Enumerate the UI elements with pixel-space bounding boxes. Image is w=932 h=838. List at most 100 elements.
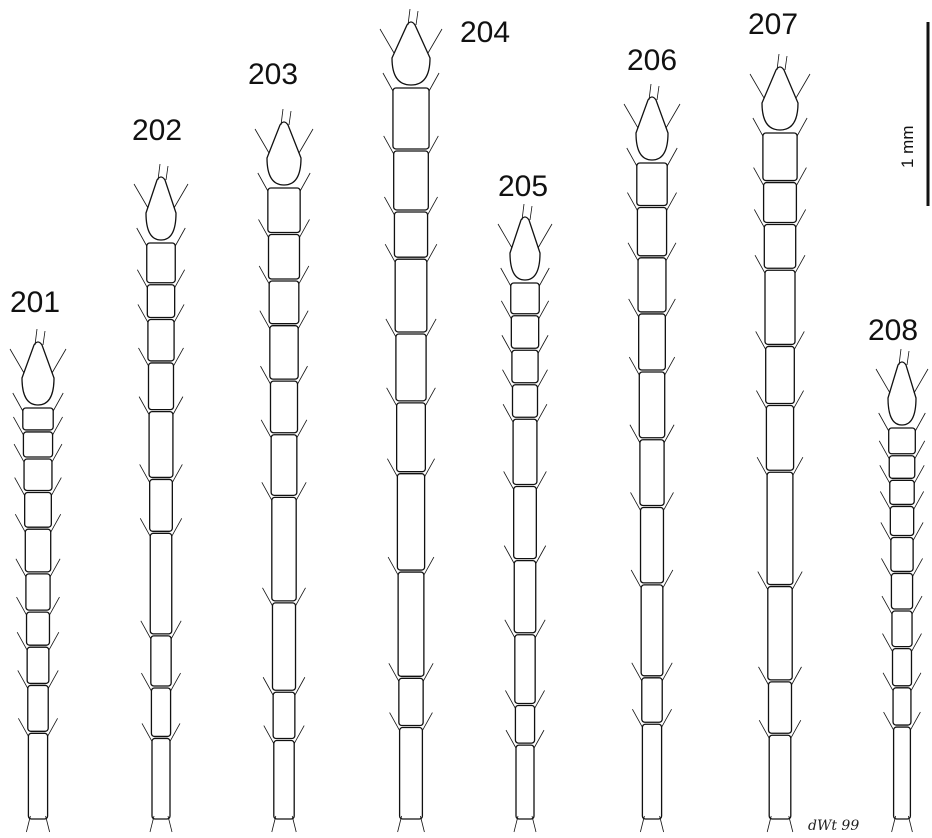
seta: [756, 457, 768, 476]
antenna-segment: [267, 187, 301, 234]
antenna-segment: [765, 404, 795, 471]
seta: [141, 672, 152, 692]
seta: [427, 135, 439, 155]
seta: [881, 558, 892, 577]
seta: [137, 304, 149, 323]
antenna-label-204: 204: [460, 16, 510, 49]
basal-seta: [149, 815, 155, 833]
seta: [662, 569, 674, 589]
seta: [140, 620, 152, 640]
seta: [796, 117, 808, 137]
seta: [753, 209, 765, 228]
seta: [49, 558, 61, 578]
seta: [882, 633, 893, 652]
antenna-segment: [636, 206, 668, 257]
scale-bar-label: 1 mm: [898, 126, 917, 169]
antenna-segment: [393, 211, 429, 258]
antenna-segment: [272, 691, 296, 740]
seta: [661, 662, 673, 681]
seta: [914, 440, 926, 459]
seta: [500, 300, 512, 319]
seta: [883, 711, 894, 731]
seta: [422, 712, 433, 731]
seta: [299, 219, 310, 238]
seta: [12, 392, 24, 412]
antenna-segment: [767, 681, 793, 734]
seta: [48, 631, 60, 651]
seta: [52, 416, 63, 436]
seta: [912, 558, 923, 577]
antenna-segment: [762, 181, 798, 224]
seta: [174, 227, 186, 247]
antenna-segment: [270, 434, 298, 496]
seta: [911, 595, 923, 615]
seta: [261, 482, 273, 501]
apical-seta: [407, 8, 411, 26]
seta: [630, 569, 642, 589]
antenna-segment: [148, 410, 174, 479]
seta: [630, 492, 641, 511]
antenna-segment: [149, 478, 173, 532]
seta: [382, 72, 394, 92]
seta: [258, 265, 270, 285]
apical-seta: [34, 328, 38, 346]
artist-signature: dWt 99: [808, 818, 859, 834]
seta: [384, 244, 396, 263]
basal-seta: [659, 815, 664, 833]
seta: [505, 729, 517, 749]
seta: [631, 662, 643, 681]
basal-seta: [271, 815, 277, 833]
basal-seta: [291, 815, 297, 833]
seta: [875, 368, 891, 394]
seta: [626, 147, 638, 167]
antenna-segment: [513, 559, 537, 634]
seta: [502, 404, 514, 423]
antenna-label-207: 207: [748, 8, 798, 41]
apical-seta: [776, 53, 780, 71]
seta: [534, 619, 546, 638]
seta: [754, 255, 766, 274]
seta: [912, 522, 924, 541]
antenna-label-205: 205: [498, 170, 548, 203]
seta: [796, 167, 807, 186]
seta: [51, 443, 63, 463]
seta: [427, 196, 438, 216]
antenna-club: [761, 66, 799, 131]
seta: [425, 387, 436, 407]
antenna-segment: [510, 315, 540, 349]
antenna-club: [391, 21, 431, 86]
seta: [258, 219, 269, 238]
antenna-segment: [398, 677, 424, 727]
basal-seta: [45, 815, 50, 833]
basal-seta: [397, 815, 402, 833]
antenna-segment: [639, 506, 665, 584]
seta: [428, 72, 440, 92]
antenna-segment: [514, 634, 536, 705]
seta: [628, 356, 640, 376]
antenna-segment: [271, 496, 297, 602]
seta: [793, 390, 804, 409]
antenna-segment: [514, 704, 536, 744]
seta: [911, 633, 922, 652]
seta: [47, 718, 58, 737]
seta: [500, 267, 512, 287]
seta: [752, 117, 764, 137]
seta: [383, 135, 395, 155]
seta: [297, 365, 308, 385]
seta: [424, 458, 435, 477]
seta: [910, 711, 921, 731]
seta: [426, 244, 438, 263]
seta: [263, 725, 275, 744]
seta: [389, 712, 400, 731]
seta: [623, 103, 639, 129]
apical-seta: [165, 165, 169, 181]
seta: [138, 347, 149, 367]
seta: [535, 471, 547, 490]
antenna-segment: [512, 418, 538, 486]
basal-seta: [766, 815, 772, 833]
seta: [9, 348, 25, 374]
seta: [13, 443, 25, 463]
antenna-segment: [510, 282, 540, 315]
seta: [880, 522, 892, 541]
apical-seta: [898, 348, 902, 366]
